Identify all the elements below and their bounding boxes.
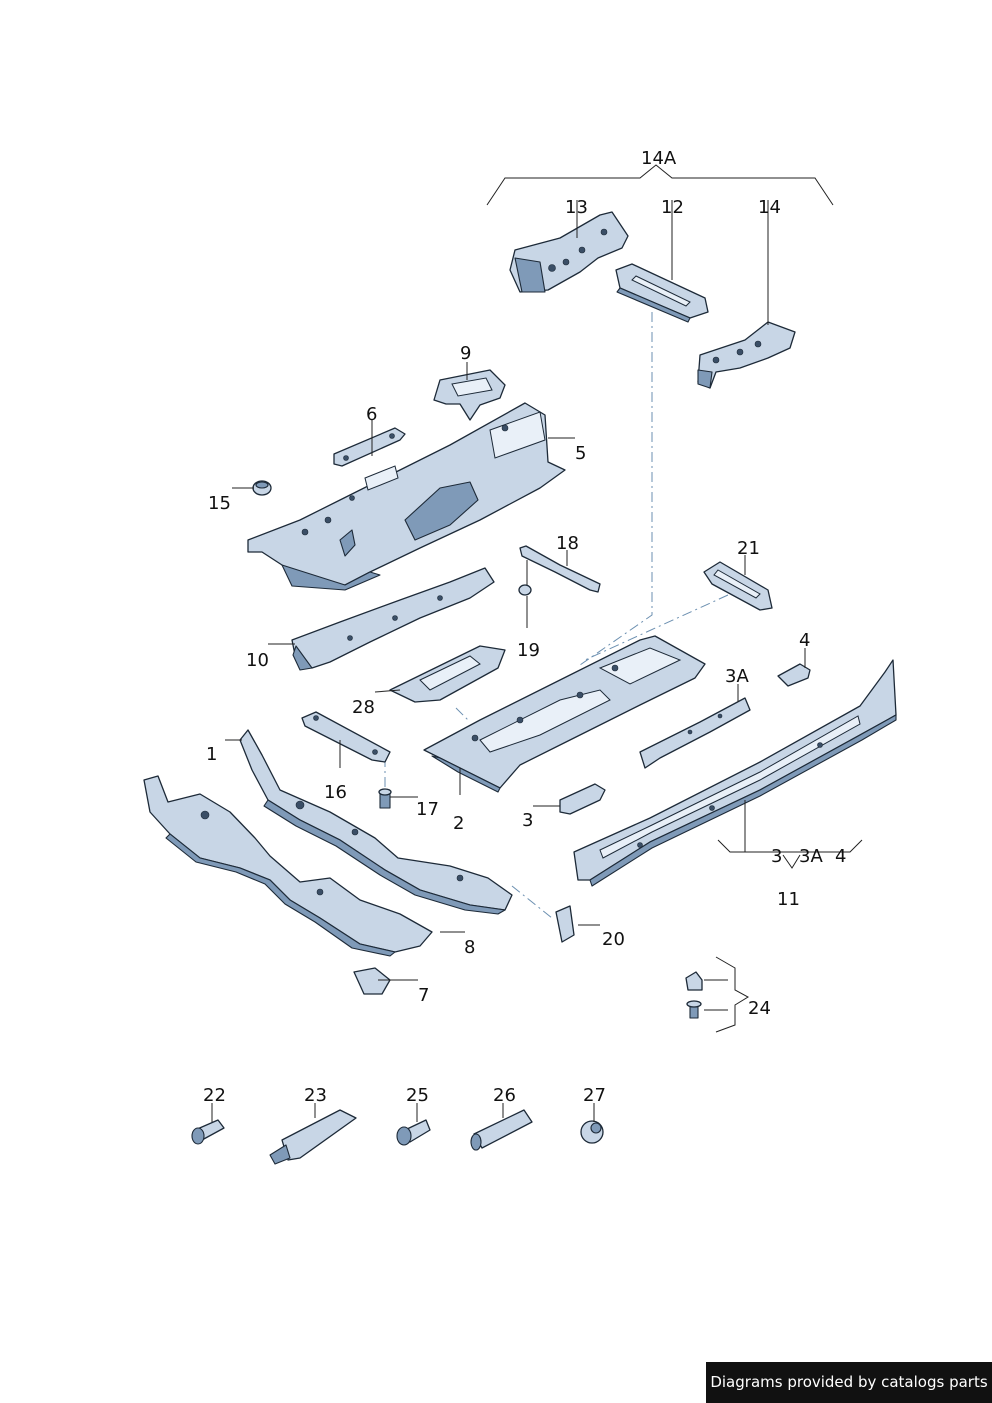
callout-19: 19 <box>517 640 540 661</box>
part-24-fasteners[interactable] <box>685 971 703 1019</box>
callout-2: 2 <box>453 813 464 834</box>
part-16-bracket[interactable] <box>301 711 391 763</box>
part-10-cross-member[interactable] <box>291 567 495 671</box>
part-8-longitudinal-member[interactable] <box>143 775 433 957</box>
part-21-bracket[interactable] <box>703 561 773 611</box>
part-18-strut[interactable] <box>519 545 601 593</box>
callout-26: 26 <box>493 1085 516 1106</box>
part-27-plug[interactable] <box>580 1120 604 1144</box>
callout-13: 13 <box>565 197 588 218</box>
part-23-sealant-tube[interactable] <box>269 1109 357 1165</box>
callout-21: 21 <box>737 538 760 559</box>
part-26-rod[interactable] <box>470 1109 533 1151</box>
callout-9: 9 <box>460 343 471 364</box>
part-5-center-tunnel[interactable] <box>247 402 566 591</box>
part-11-side-sill[interactable] <box>573 659 897 887</box>
callout-18: 18 <box>556 533 579 554</box>
callout-25: 25 <box>406 1085 429 1106</box>
part-13-bracket[interactable] <box>509 211 629 293</box>
callout-11-sub-4: 4 <box>835 846 846 867</box>
callout-22: 22 <box>203 1085 226 1106</box>
leader-lines <box>211 164 863 1122</box>
part-9-bracket[interactable] <box>433 369 506 421</box>
callout-16: 16 <box>324 782 347 803</box>
callout-12: 12 <box>661 197 684 218</box>
callout-15: 15 <box>208 493 231 514</box>
part-12-rail[interactable] <box>615 263 709 323</box>
callout-6: 6 <box>366 404 377 425</box>
callout-27: 27 <box>583 1085 606 1106</box>
part-4-bracket[interactable] <box>777 663 811 687</box>
callout-8: 8 <box>464 937 475 958</box>
part-22-pin[interactable] <box>191 1119 225 1145</box>
callout-11: 11 <box>777 889 800 910</box>
callout-14: 14 <box>758 197 781 218</box>
callout-17: 17 <box>416 799 439 820</box>
callout-labels: 14A 13 12 14 9 6 5 15 18 21 19 10 4 3A 2… <box>203 148 846 1106</box>
callout-10: 10 <box>246 650 269 671</box>
callout-3A: 3A <box>725 666 749 687</box>
callout-3: 3 <box>522 810 533 831</box>
part-14-bracket[interactable] <box>697 321 796 389</box>
part-3-bracket[interactable] <box>559 783 606 815</box>
part-3A-bracket-strip[interactable] <box>639 697 751 769</box>
part-19-nut[interactable] <box>518 584 532 596</box>
footer-credit: Diagrams provided by catalogs parts <box>706 1362 992 1403</box>
callout-23: 23 <box>304 1085 327 1106</box>
part-7-cap[interactable] <box>353 967 391 995</box>
part-20-bracket[interactable] <box>555 905 575 943</box>
part-1-longitudinal-member[interactable] <box>239 729 513 915</box>
callout-5: 5 <box>575 443 586 464</box>
callout-24: 24 <box>748 998 771 1019</box>
callout-11-sub-3A: 3A <box>799 846 823 867</box>
part-25-pin[interactable] <box>396 1119 431 1146</box>
part-6-plate[interactable] <box>333 427 406 467</box>
callout-11-sub-3: 3 <box>771 846 782 867</box>
callout-1: 1 <box>206 744 217 765</box>
part-15-nut[interactable] <box>252 480 272 496</box>
callout-14A: 14A <box>641 148 677 169</box>
callout-20: 20 <box>602 929 625 950</box>
part-2-floor-panel[interactable] <box>423 635 706 793</box>
part-17-bolt[interactable] <box>378 788 392 809</box>
callout-7: 7 <box>418 985 429 1006</box>
callout-28: 28 <box>352 697 375 718</box>
part-28-panel[interactable] <box>389 645 506 703</box>
callout-4: 4 <box>799 630 810 651</box>
